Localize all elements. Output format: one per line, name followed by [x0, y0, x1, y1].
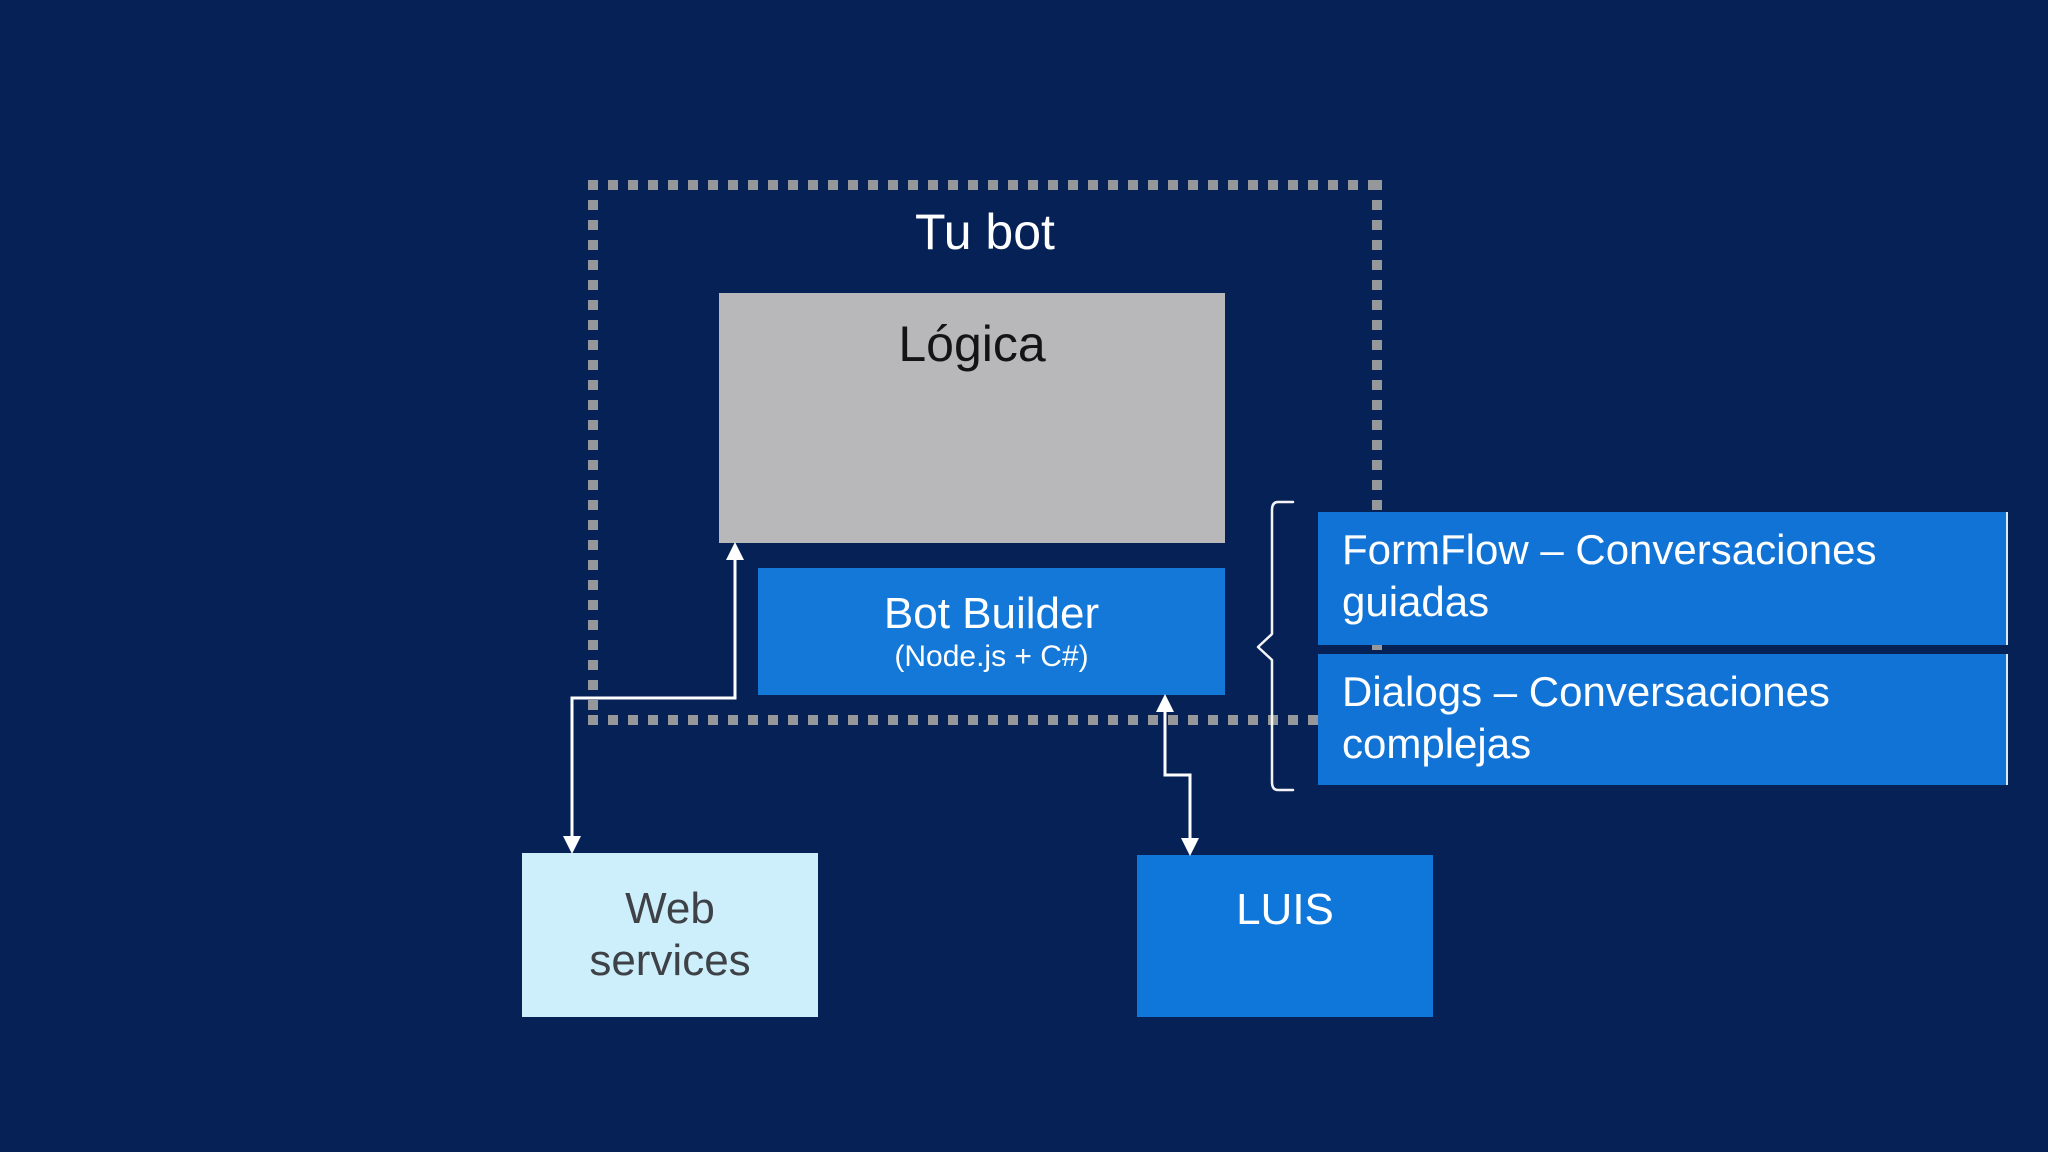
arrow-botbuilder-luis-head-up [1156, 694, 1174, 712]
luis-box: LUIS [1137, 855, 1433, 1017]
formflow-label-line1: FormFlow – Conversaciones [1342, 526, 1877, 573]
group-title: Tu bot [915, 204, 1055, 260]
dotted-border-left [588, 180, 598, 725]
logica-label: Lógica [898, 316, 1046, 372]
web-services-label-line2: services [589, 936, 751, 985]
formflow-label-line2: guiadas [1342, 578, 1490, 625]
bot-builder-title: Bot Builder [883, 588, 1100, 638]
luis-label: LUIS [1236, 885, 1334, 934]
arrow-logica-webservices-head-up [726, 542, 744, 560]
arrow-botbuilder-luis-line [1163, 710, 1192, 840]
bot-builder-subtitle: (Node.js + C#) [894, 639, 1089, 673]
bot-builder-box: Bot Builder (Node.js + C#) [758, 568, 1225, 695]
web-services-box: Web services [522, 853, 818, 1017]
logica-box: Lógica [719, 293, 1225, 543]
dialogs-label-line1: Dialogs – Conversaciones [1342, 668, 1830, 715]
brace-icon [1256, 500, 1295, 792]
arrow-botbuilder-luis-head-down [1181, 838, 1199, 856]
formflow-box: FormFlow – Conversaciones guiadas [1318, 512, 2008, 645]
dotted-border-right [1372, 180, 1382, 725]
dialogs-label-line2: complejas [1342, 720, 1532, 767]
arrow-logica-webservices-head-down [563, 836, 581, 854]
arrow-logica-webservices-line [570, 558, 737, 838]
dotted-border-top [588, 180, 1382, 190]
dotted-border-bottom [588, 715, 1382, 725]
web-services-label-line1: Web [625, 884, 715, 933]
dialogs-box: Dialogs – Conversaciones complejas [1318, 654, 2008, 785]
